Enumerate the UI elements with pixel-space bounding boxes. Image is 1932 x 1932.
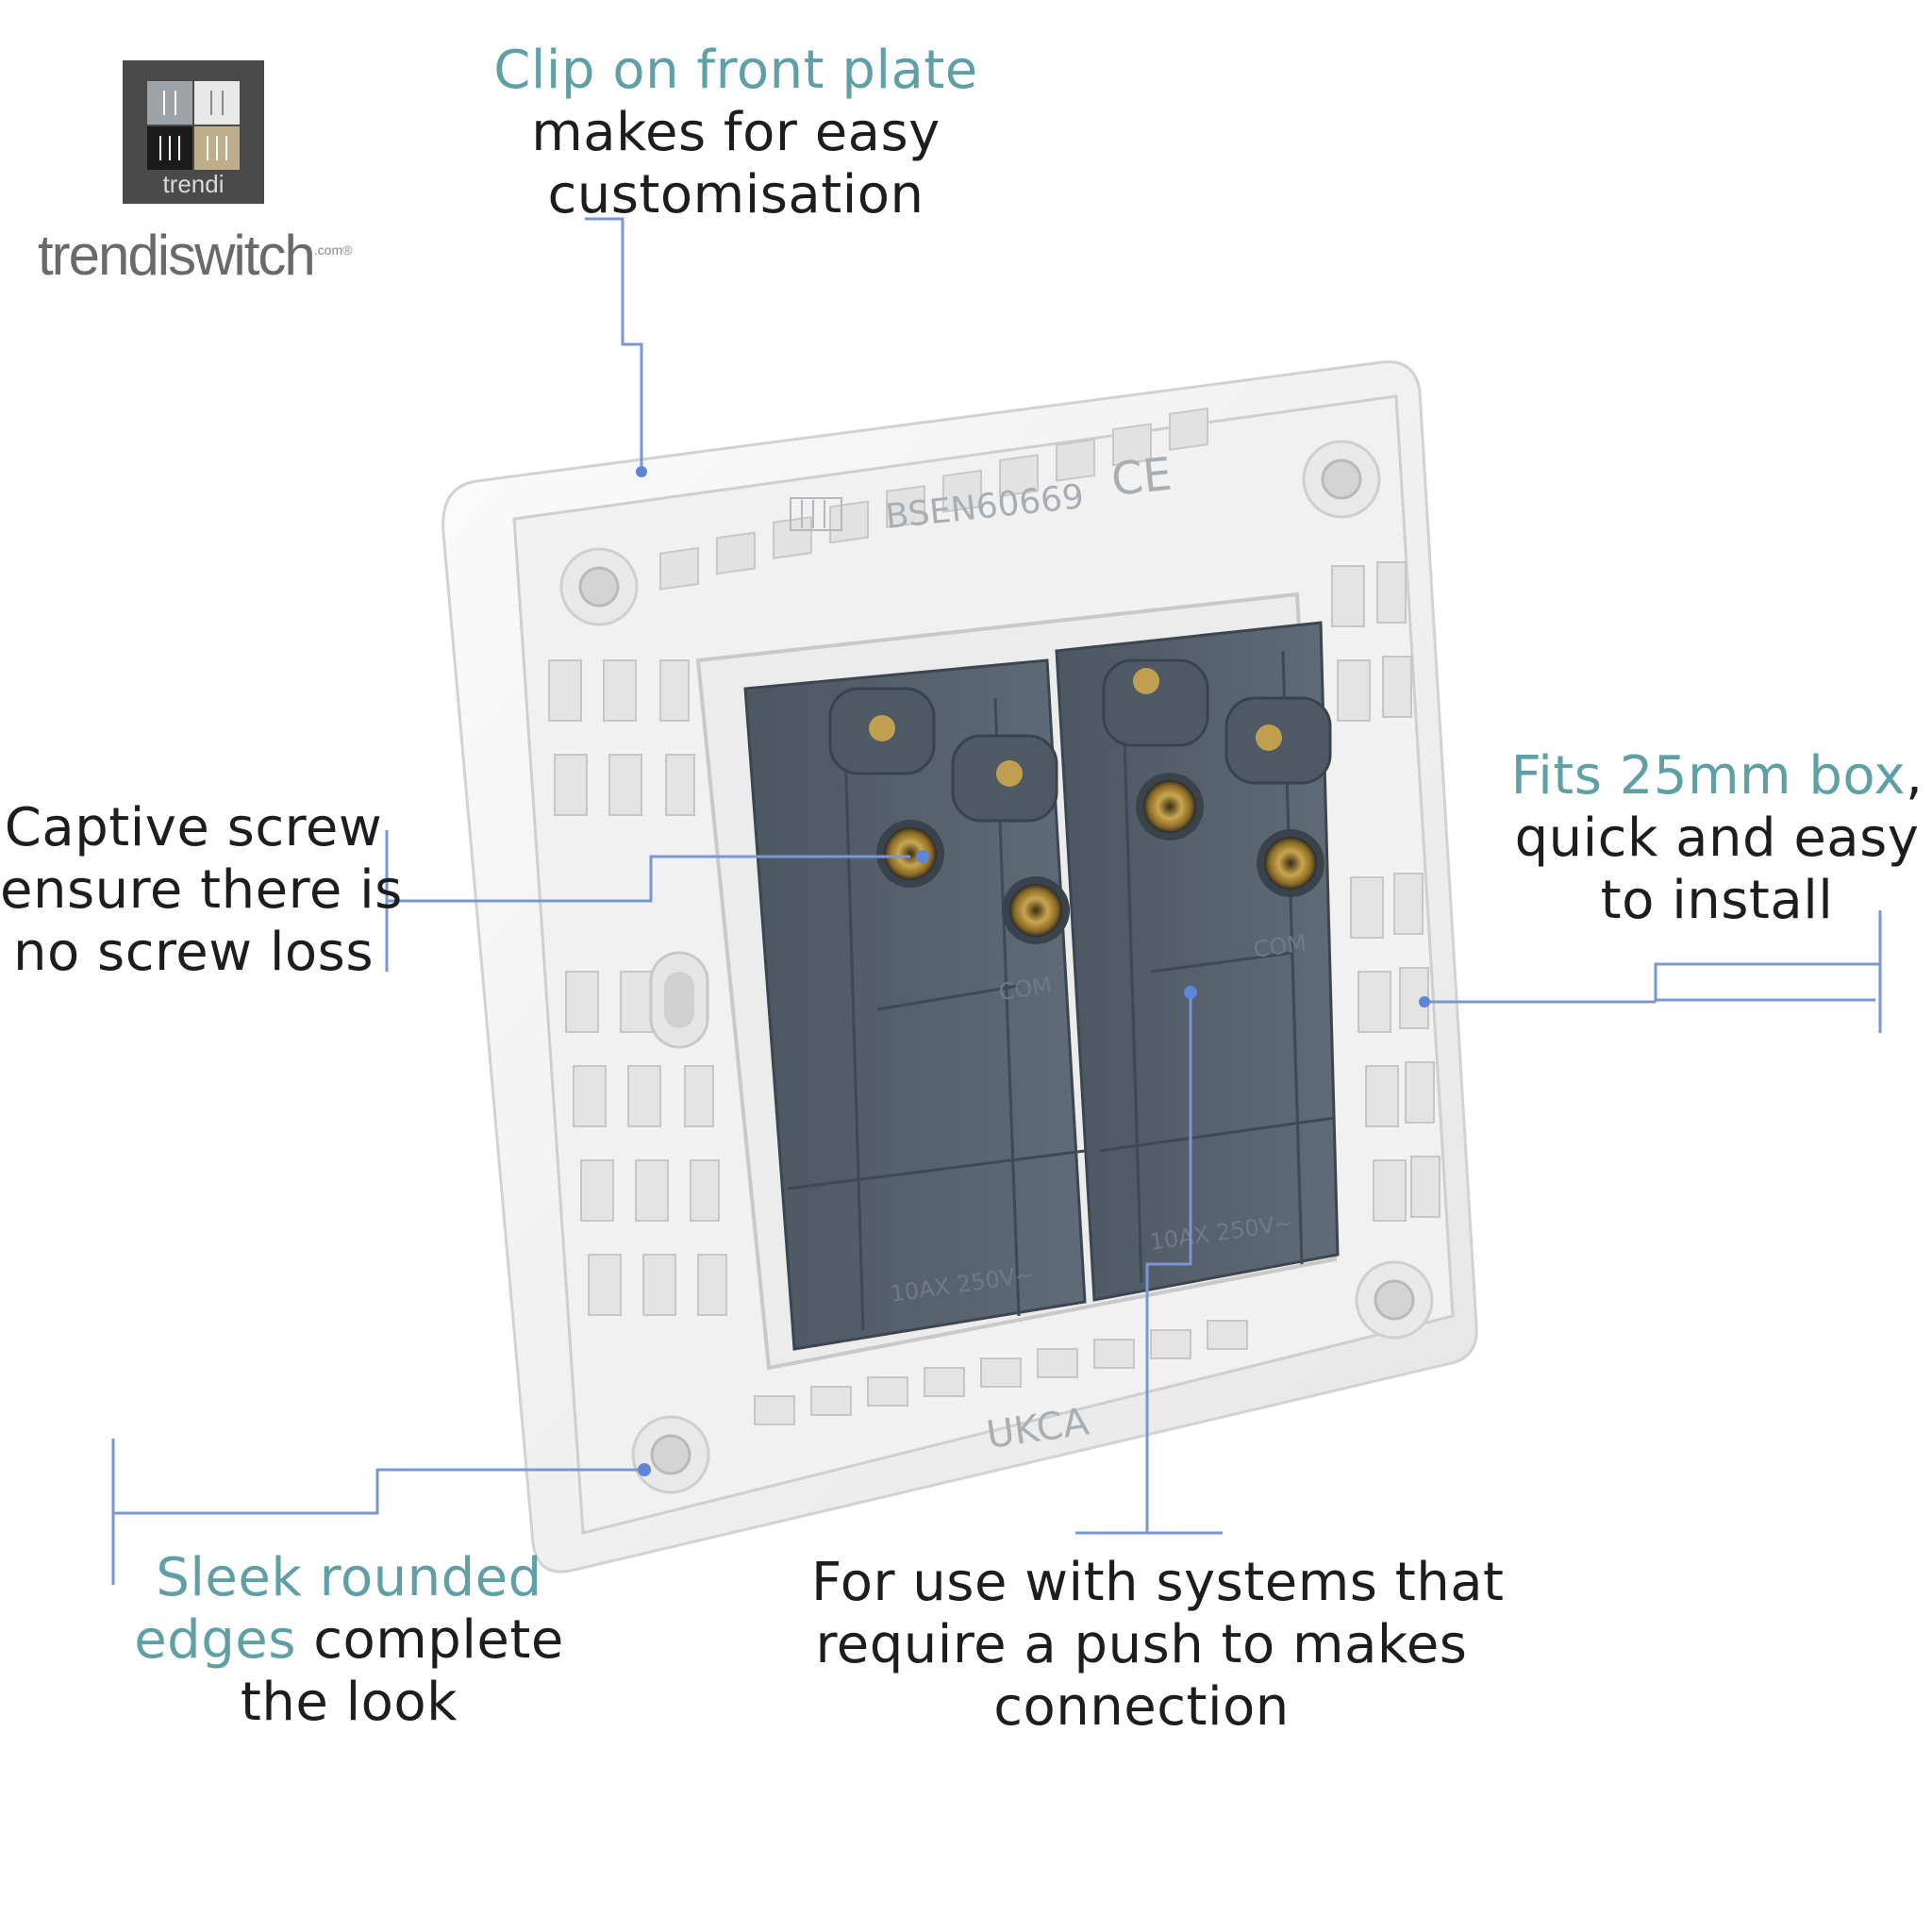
callout-fits-box: Fits 25mm box, quick and easy to install xyxy=(1509,745,1924,932)
callout-captive-line1: Captive screw xyxy=(4,797,383,858)
callout-captive-line3: no screw loss xyxy=(12,922,375,983)
captive-screws xyxy=(869,668,1324,944)
callout-push-connection: For use with systems that require a push… xyxy=(811,1552,1505,1739)
ce-mark: CE xyxy=(1108,448,1174,507)
brand-wordmark: trendiswitch.com® xyxy=(38,223,352,288)
callout-clip-line2: makes for easy xyxy=(531,102,941,163)
callout-clip-highlight: Clip on front plate xyxy=(493,40,978,101)
callout-sleek-rest2: complete xyxy=(295,1609,564,1671)
logo-label: trendi xyxy=(162,170,224,198)
brand-logo: trendi xyxy=(123,60,264,208)
trendi-emboss xyxy=(790,497,842,531)
callout-sleek-line3: the look xyxy=(240,1672,458,1733)
callout-fits-highlight: Fits 25mm box xyxy=(1510,745,1907,807)
wordmark-text: trendiswitch xyxy=(38,224,316,287)
callout-clip-line3: customisation xyxy=(547,164,924,225)
callout-push-line2: require a push to makes xyxy=(815,1614,1468,1675)
callout-lines xyxy=(111,217,1882,1585)
callout-sleek-highlight2: edges xyxy=(134,1609,296,1671)
callout-dots xyxy=(636,466,1430,1476)
wordmark-suffix: .com® xyxy=(313,242,353,258)
callout-clip-on-plate: Clip on front plate makes for easy custo… xyxy=(491,40,981,226)
callout-sleek-edges: Sleek rounded edges complete the look xyxy=(123,1547,575,1734)
callout-fits-punct: , xyxy=(1906,745,1924,807)
callout-push-line1: For use with systems that xyxy=(811,1552,1505,1613)
callout-sleek-highlight1: Sleek rounded xyxy=(156,1547,542,1608)
callout-push-line3: connection xyxy=(993,1676,1290,1738)
callout-fits-line3: to install xyxy=(1600,870,1834,931)
callout-captive-screw: Captive screw ensure there is no screw l… xyxy=(0,797,403,984)
callout-captive-line2: ensure there is xyxy=(0,859,403,921)
fixing-holes xyxy=(559,440,1434,1494)
callout-fits-line2: quick and easy xyxy=(1514,808,1920,869)
